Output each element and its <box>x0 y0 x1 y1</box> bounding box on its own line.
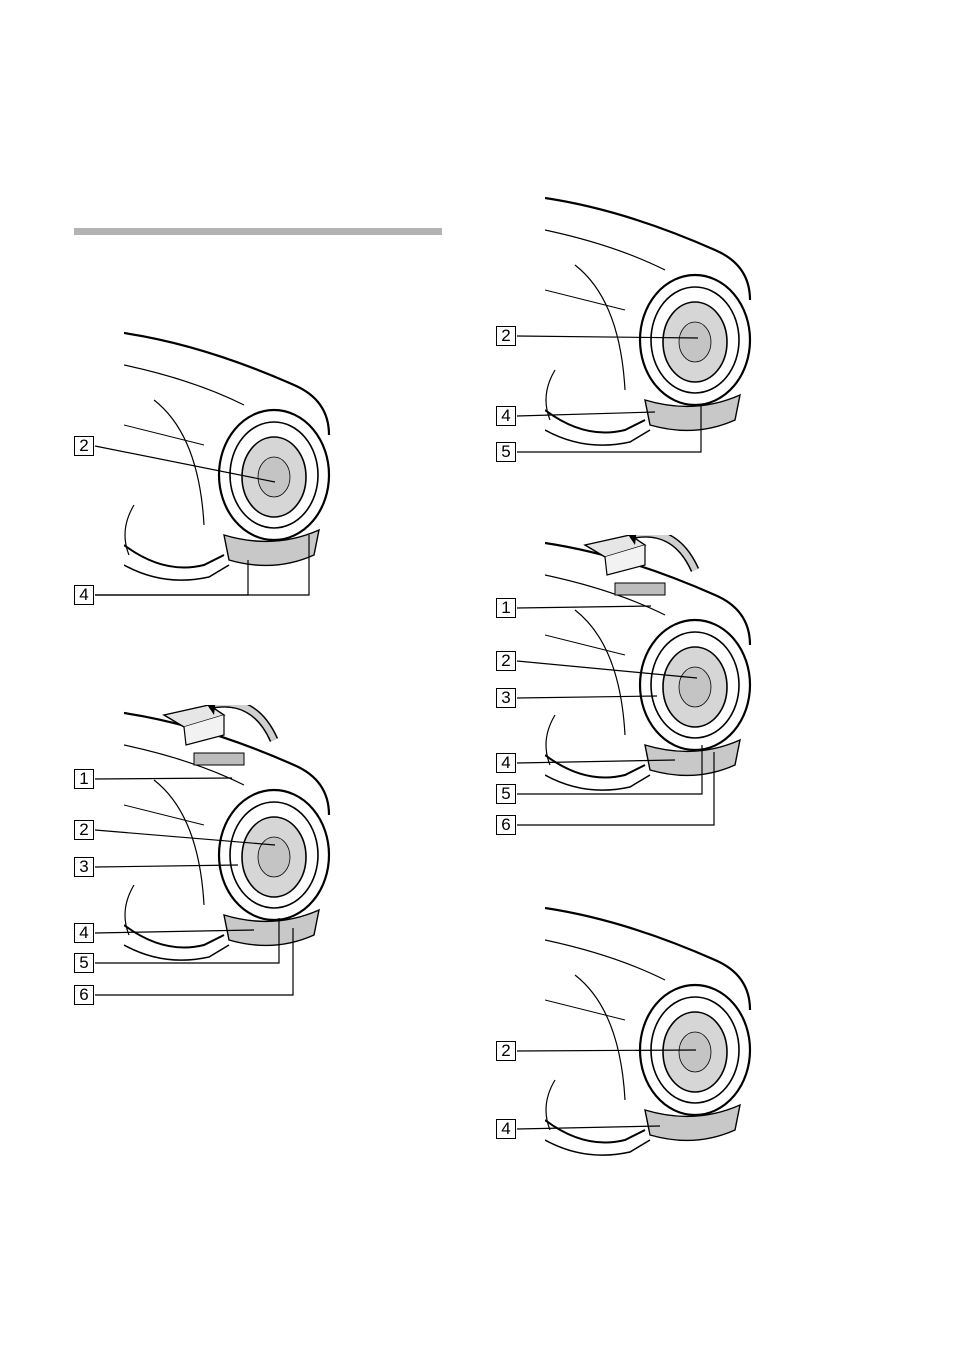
callout-5: 5 <box>74 953 94 973</box>
camcorder-figure-c <box>545 190 755 450</box>
callout-4: 4 <box>74 923 94 943</box>
callout-1: 1 <box>496 598 516 618</box>
callout-4: 4 <box>74 585 94 605</box>
callout-5: 5 <box>496 784 516 804</box>
callout-6: 6 <box>74 985 94 1005</box>
camcorder-figure-a <box>124 325 334 585</box>
callout-2: 2 <box>74 436 94 456</box>
camcorder-figure-e <box>545 900 755 1160</box>
callout-4: 4 <box>496 753 516 773</box>
callout-2: 2 <box>496 651 516 671</box>
callout-4: 4 <box>496 1119 516 1139</box>
callout-3: 3 <box>496 688 516 708</box>
callout-4: 4 <box>496 406 516 426</box>
callout-1: 1 <box>74 769 94 789</box>
callout-2: 2 <box>74 820 94 840</box>
camcorder-figure-d <box>545 535 755 795</box>
callout-3: 3 <box>74 857 94 877</box>
callout-2: 2 <box>496 1041 516 1061</box>
section-rule <box>74 228 442 235</box>
callout-5: 5 <box>496 442 516 462</box>
callout-2: 2 <box>496 326 516 346</box>
camcorder-figure-b <box>124 705 334 965</box>
callout-6: 6 <box>496 815 516 835</box>
